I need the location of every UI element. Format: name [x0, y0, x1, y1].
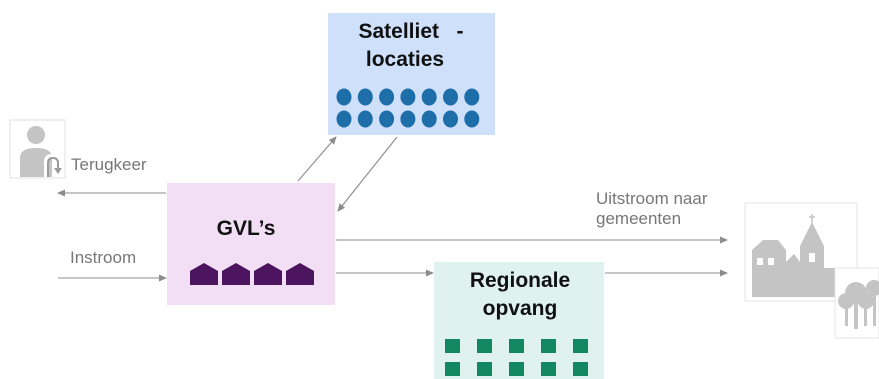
- label-return: Terugkeer: [71, 155, 147, 174]
- satellite-marker: [379, 88, 395, 106]
- regional-marker: [573, 339, 588, 353]
- gvl-house-marker: [254, 263, 282, 285]
- regional-title-line2: opvang: [483, 297, 558, 320]
- satellite-marker: [421, 88, 437, 106]
- gvl-title: GVL’s: [217, 217, 276, 240]
- regional-marker: [445, 362, 460, 376]
- satellite-title-line2: locaties: [366, 48, 444, 71]
- regional-marker: [509, 362, 524, 376]
- label-outflow-line1: Uitstroom naar: [596, 189, 708, 208]
- satellite-marker: [336, 88, 352, 106]
- gvl-house-marker: [222, 263, 250, 285]
- regional-node: Regionale opvang: [434, 262, 604, 379]
- gvl-house-marker: [190, 263, 218, 285]
- satellite-marker: [357, 88, 373, 106]
- satellite-title-line1: Satelliet -: [358, 20, 463, 43]
- regional-marker: [477, 362, 492, 376]
- satellite-marker: [464, 88, 480, 106]
- regional-title-line1: Regionale: [470, 269, 570, 292]
- regional-marker: [573, 362, 588, 376]
- regional-markers: [445, 339, 588, 376]
- regional-marker: [541, 362, 556, 376]
- satellite-marker: [400, 88, 416, 106]
- arrow-satellite-to-gvl: [337, 136, 398, 212]
- gvl-node: GVL’s: [167, 183, 335, 305]
- regional-marker: [509, 339, 524, 353]
- arrow-gvl-to-satellite: [297, 136, 337, 182]
- satellite-marker: [357, 110, 373, 128]
- gvl-house-marker: [286, 263, 314, 285]
- regional-marker: [477, 339, 492, 353]
- person-return-icon: [9, 119, 66, 179]
- satellite-marker: [443, 88, 458, 106]
- satellite-marker: [400, 110, 416, 128]
- regional-marker: [541, 339, 556, 353]
- satellite-markers: [336, 88, 480, 128]
- label-inflow: Instroom: [70, 248, 136, 267]
- satellite-marker: [464, 110, 480, 128]
- satellite-marker: [421, 110, 437, 128]
- satellite-marker: [443, 110, 458, 128]
- trees-icon: [834, 267, 879, 339]
- gvl-markers: [190, 263, 314, 285]
- satellite-marker: [336, 110, 352, 128]
- satellite-marker: [379, 110, 395, 128]
- arrows: [57, 136, 728, 282]
- satellite-node: Satelliet - locaties: [328, 13, 495, 135]
- label-outflow-line2: gemeenten: [596, 209, 681, 228]
- regional-marker: [445, 339, 460, 353]
